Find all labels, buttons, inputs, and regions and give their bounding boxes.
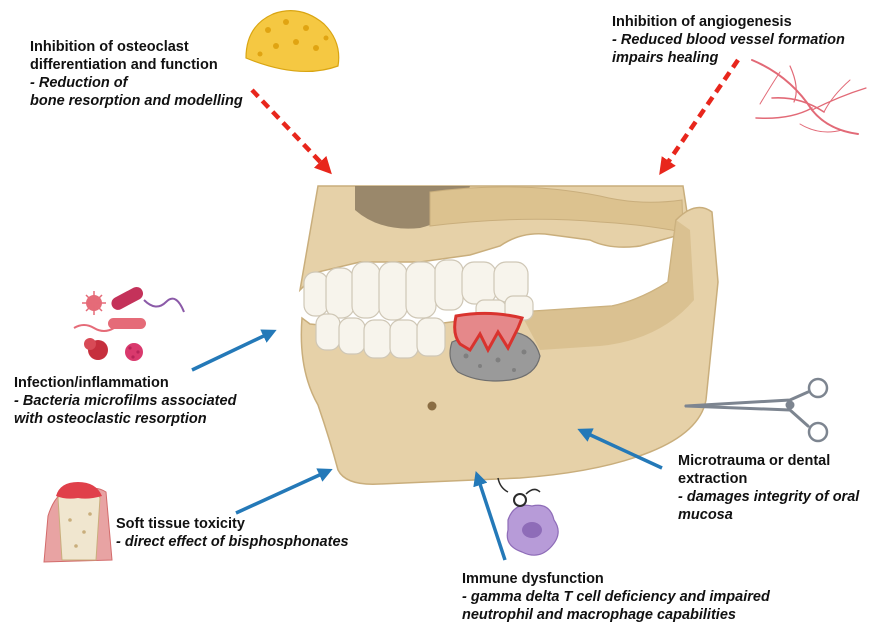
- angiogenesis-title: Inhibition of angiogenesis: [612, 13, 845, 31]
- macrophage-cell-icon: [498, 478, 558, 555]
- tooth-gum-cross-section-icon: [44, 482, 112, 562]
- osteoclast-arrow: [252, 90, 326, 168]
- infection-detail-line-1: - Bacteria microfilms associated: [14, 392, 236, 410]
- soft-tissue-arrow: [236, 472, 326, 513]
- microtrauma-detail-line-2: mucosa: [678, 506, 859, 524]
- microtrauma-title-line-1: Microtrauma or dental: [678, 452, 859, 470]
- immune-label: Immune dysfunction - gamma delta T cell …: [462, 570, 770, 624]
- mental-foramen: [428, 402, 437, 411]
- osteoclast-detail-line-2: bone resorption and modelling: [30, 92, 243, 110]
- infection-detail-line-2: with osteoclastic resorption: [14, 410, 236, 428]
- osteoclast-cell-icon: [246, 11, 339, 72]
- osteoclast-detail-line-1: - Reduction of: [30, 74, 243, 92]
- osteoclast-title-line-2: differentiation and function: [30, 56, 243, 74]
- infection-label: Infection/inflammation - Bacteria microf…: [14, 374, 236, 428]
- immune-detail-line-2: neutrophil and macrophage capabilities: [462, 606, 770, 624]
- osteoclast-label: Inhibition of osteoclast differentiation…: [30, 38, 243, 110]
- infection-title: Infection/inflammation: [14, 374, 236, 392]
- angiogenesis-detail-line-2: impairs healing: [612, 49, 845, 67]
- jaw-skull-icon: [300, 186, 718, 484]
- soft-tissue-detail: - direct effect of bisphosphonates: [116, 533, 349, 551]
- angiogenesis-label: Inhibition of angiogenesis - Reduced blo…: [612, 13, 845, 67]
- soft-tissue-label: Soft tissue toxicity - direct effect of …: [116, 515, 349, 551]
- angiogenesis-detail-line-1: - Reduced blood vessel formation: [612, 31, 845, 49]
- osteoclast-title-line-1: Inhibition of osteoclast: [30, 38, 243, 56]
- microtrauma-title-line-2: extraction: [678, 470, 859, 488]
- immune-detail-line-1: - gamma delta T cell deficiency and impa…: [462, 588, 770, 606]
- infection-arrow: [192, 333, 270, 370]
- microtrauma-label: Microtrauma or dental extraction - damag…: [678, 452, 859, 524]
- blood-vessels-icon: [752, 60, 866, 134]
- angiogenesis-arrow: [664, 60, 738, 168]
- bacteria-icon: [74, 285, 184, 361]
- microtrauma-detail-line-1: - damages integrity of oral: [678, 488, 859, 506]
- immune-arrow: [478, 478, 505, 560]
- soft-tissue-title: Soft tissue toxicity: [116, 515, 349, 533]
- immune-title: Immune dysfunction: [462, 570, 770, 588]
